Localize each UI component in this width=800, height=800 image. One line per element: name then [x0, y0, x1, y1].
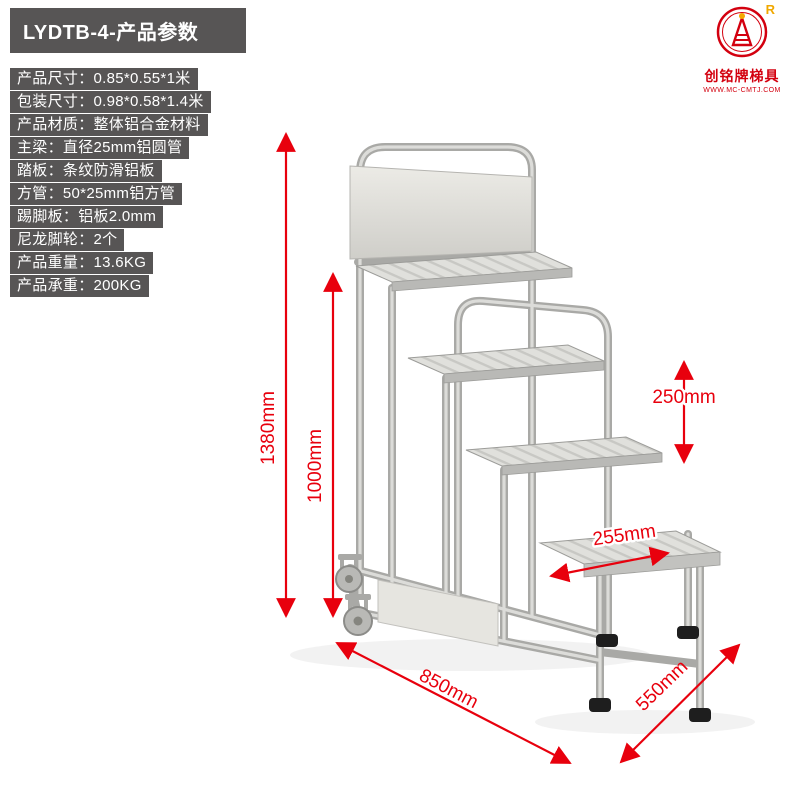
brand-badge-icon	[716, 6, 768, 58]
spec-row: 产品承重：200KG	[10, 275, 246, 297]
spec-row: 踢脚板：铝板2.0mm	[10, 206, 246, 228]
spec-row: 包装尺寸：0.98*0.58*1.4米	[10, 91, 246, 113]
spec-row: 产品尺寸：0.85*0.55*1米	[10, 68, 246, 90]
registered-trademark: R	[765, 2, 775, 17]
spec-row: 主梁：直径25mm铝圆管	[10, 137, 246, 159]
dim-label-step-rise: 250mm	[652, 387, 715, 408]
tread-step-3	[407, 344, 605, 384]
spec-row: 产品材质：整体铝合金材料	[10, 114, 246, 136]
dim-label-base-width: 550mm	[632, 656, 692, 715]
dim-label-platform-height: 1000mm	[305, 429, 326, 503]
spec-item: 产品尺寸：0.85*0.55*1米	[10, 68, 198, 90]
spec-row: 方管：50*25mm铝方管	[10, 183, 246, 205]
spec-item: 踢脚板：铝板2.0mm	[10, 206, 164, 228]
dim-line-step-depth	[549, 546, 670, 583]
spec-list: 产品尺寸：0.85*0.55*1米 包装尺寸：0.98*0.58*1.4米 产品…	[10, 68, 246, 297]
brand-website: WWW.MC-CMTJ.COM	[703, 87, 781, 94]
brand-name: 创铭牌梯具	[704, 68, 780, 84]
spec-panel: LYDTB-4-产品参数 产品尺寸：0.85*0.55*1米 包装尺寸：0.98…	[10, 8, 246, 297]
spec-item: 主梁：直径25mm铝圆管	[10, 137, 190, 159]
dimension-annotations	[276, 132, 741, 764]
spec-row: 产品重量：13.6KG	[10, 252, 246, 274]
back-panel	[349, 165, 533, 260]
spec-panel-title: LYDTB-4-产品参数	[10, 8, 246, 53]
ground-shadow	[290, 639, 755, 734]
spec-item: 方管：50*25mm铝方管	[10, 183, 183, 205]
spec-row: 尼龙脚轮：2个	[10, 229, 246, 251]
spec-item: 包装尺寸：0.98*0.58*1.4米	[10, 91, 211, 113]
caster-wheel	[335, 554, 363, 593]
spec-item: 产品材质：整体铝合金材料	[10, 114, 208, 136]
spec-row: 踏板：条纹防滑铝板	[10, 160, 246, 182]
spec-item: 产品重量：13.6KG	[10, 252, 154, 274]
tread-platform	[355, 251, 573, 292]
spec-item: 尼龙脚轮：2个	[10, 229, 125, 251]
dim-line-base-width	[619, 643, 741, 764]
caster-wheel	[343, 594, 373, 636]
dim-line-base-length	[335, 642, 572, 764]
spec-item: 踏板：条纹防滑铝板	[10, 160, 162, 182]
brand-logo: R 创铭牌梯具 WWW.MC-CMTJ.COM	[690, 2, 794, 94]
tread-step-2	[465, 436, 663, 476]
spec-item: 产品承重：200KG	[10, 275, 149, 297]
dim-label-total-height: 1380mm	[258, 391, 279, 465]
